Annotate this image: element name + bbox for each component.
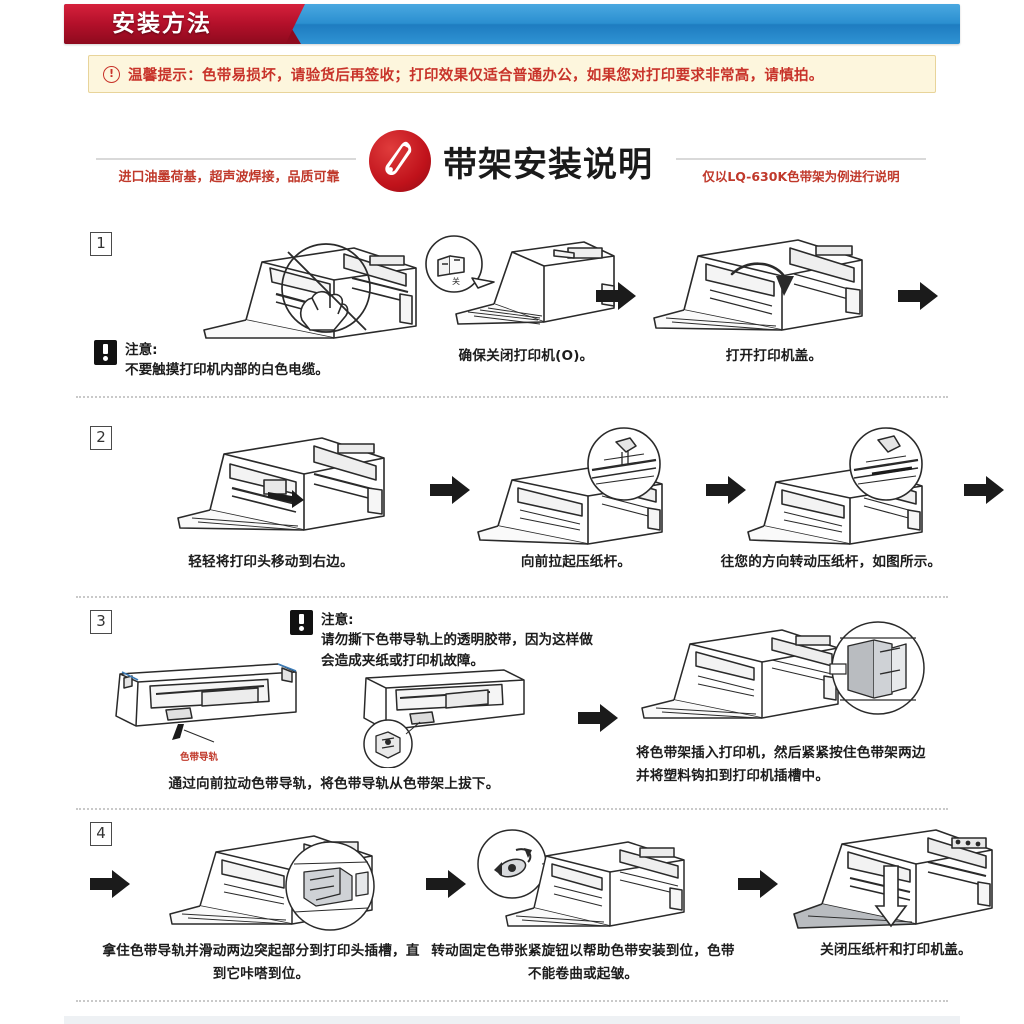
step-2: 2 xyxy=(76,406,1004,576)
step-3-note-text: 注意: 请勿撕下色带导轨上的透明胶带，因为这样做会造成夹纸或打印机故障。 xyxy=(321,610,600,671)
step-2-caption-1: 轻轻将打印头移动到右边。 xyxy=(188,554,354,570)
separator-bottom xyxy=(76,1000,948,1002)
separator-3 xyxy=(76,808,948,810)
step-4-number: 4 xyxy=(90,822,112,846)
step-4-figure-slide-guide xyxy=(164,828,404,944)
step-1-caption-2: 打开打印机盖。 xyxy=(725,348,823,364)
step-1-figure-hand-cable xyxy=(184,234,454,349)
ribbon-guide-label: 色带导轨 xyxy=(180,752,219,763)
step-1-note-title: 注意: xyxy=(125,342,158,358)
step-4-caption-2: 转动固定色带张紧旋钮以帮助色带安装到位，色带不能卷曲或起皱。 xyxy=(431,943,735,983)
step-4-figure-tension-knob xyxy=(472,828,702,944)
step-3-note-title: 注意: xyxy=(321,612,354,628)
separator-2 xyxy=(76,596,948,598)
page-title: 带架安装说明 xyxy=(443,144,653,185)
step-1-figure-power-off: 关 xyxy=(416,234,626,354)
separator-1 xyxy=(76,396,948,398)
step-4-caption-1: 拿住色带导轨并滑动两边突起部分到打印头插槽，直到它咔嗒到位。 xyxy=(102,943,420,983)
step-2-figure-printhead xyxy=(172,432,402,552)
section-subtitle-left: 进口油墨荷基，超声波焊接，品质可靠 xyxy=(118,170,340,185)
step-3-caption-2: 将色带架插入打印机，然后紧紧按住色带架两边并将塑料钩扣到打印机插槽中。 xyxy=(636,745,926,785)
rule-right xyxy=(676,158,926,160)
section-subtitle-right: 仅以LQ-630K色带架为例进行说明 xyxy=(702,169,900,184)
page-banner: 安装方法 xyxy=(64,4,960,44)
step-3-figure-cartridge-pull xyxy=(106,658,306,748)
arrow-right-icon xyxy=(962,474,1006,510)
arrow-right-icon xyxy=(704,474,748,510)
exclamation-circle-icon: ! xyxy=(103,65,120,83)
step-4-caption-3: 关闭压纸杆和打印机盖。 xyxy=(820,942,972,958)
step-2-figure-rotate-lever xyxy=(746,426,946,552)
section-header: 进口油墨荷基，超声波焊接，品质可靠 仅以LQ-630K色带架为例进行说明 带架安… xyxy=(88,128,934,200)
step-2-caption-3: 往您的方向转动压纸杆，如图所示。 xyxy=(720,554,942,570)
wrench-badge-icon xyxy=(369,130,431,192)
attention-icon xyxy=(94,340,117,365)
step-3-caption-1: 通过向前拉动色带导轨，将色带导轨从色带架上拔下。 xyxy=(168,776,500,792)
step-1-note-body: 不要触摸打印机内部的白色电缆。 xyxy=(125,362,329,379)
step-3: 3 注意: 请勿撕下色带导轨上的透明胶带，因为这样做会造成夹纸或打印机故障。 xyxy=(76,606,948,796)
step-1-note: 注意: 不要触摸打印机内部的白色电缆。 xyxy=(94,340,414,381)
arrow-right-icon xyxy=(736,868,780,904)
attention-icon xyxy=(290,610,313,635)
arrow-right-icon xyxy=(428,474,472,510)
banner-title: 安装方法 xyxy=(112,11,212,37)
step-2-number: 2 xyxy=(90,426,112,450)
step-3-figure-insert-cartridge xyxy=(634,618,934,736)
section-title-group: 带架安装说明 xyxy=(88,130,934,192)
arrow-right-icon xyxy=(424,868,468,904)
arrow-right-icon xyxy=(896,280,940,316)
step-3-number: 3 xyxy=(90,610,112,634)
step-3-note: 注意: 请勿撕下色带导轨上的透明胶带，因为这样做会造成夹纸或打印机故障。 xyxy=(290,610,600,671)
rule-left xyxy=(96,158,356,160)
arrow-right-icon xyxy=(594,280,638,316)
step-2-caption-2: 向前拉起压纸杆。 xyxy=(520,554,632,570)
step-4-figure-close-cover xyxy=(788,824,1008,946)
warning-tip-text: 温馨提示：色带易损坏，请验货后再签收；打印效果仅适合普通办公，如果您对打印要求非… xyxy=(128,67,824,84)
arrow-right-icon xyxy=(576,702,620,738)
step-1-caption-1: 确保关闭打印机(O)。 xyxy=(458,348,594,364)
step-4: 4 xyxy=(76,818,993,993)
step-1-figure-open-cover xyxy=(648,234,883,354)
step-2-figure-paper-lever xyxy=(476,426,686,552)
step-3-note-body: 请勿撕下色带导轨上的透明胶带，因为这样做会造成夹纸或打印机故障。 xyxy=(321,632,593,669)
arrow-right-icon xyxy=(88,868,132,904)
step-1-note-text: 注意: 不要触摸打印机内部的白色电缆。 xyxy=(125,340,329,381)
step-1: 1 xyxy=(76,228,948,388)
step-3-figure-guide-detached xyxy=(338,668,538,768)
bottom-strip xyxy=(64,1016,960,1024)
warning-tip-bar: ! 温馨提示：色带易损坏，请验货后再签收；打印效果仅适合普通办公，如果您对打印要… xyxy=(88,55,936,93)
svg-text:关: 关 xyxy=(452,276,460,286)
step-1-number: 1 xyxy=(90,232,112,256)
